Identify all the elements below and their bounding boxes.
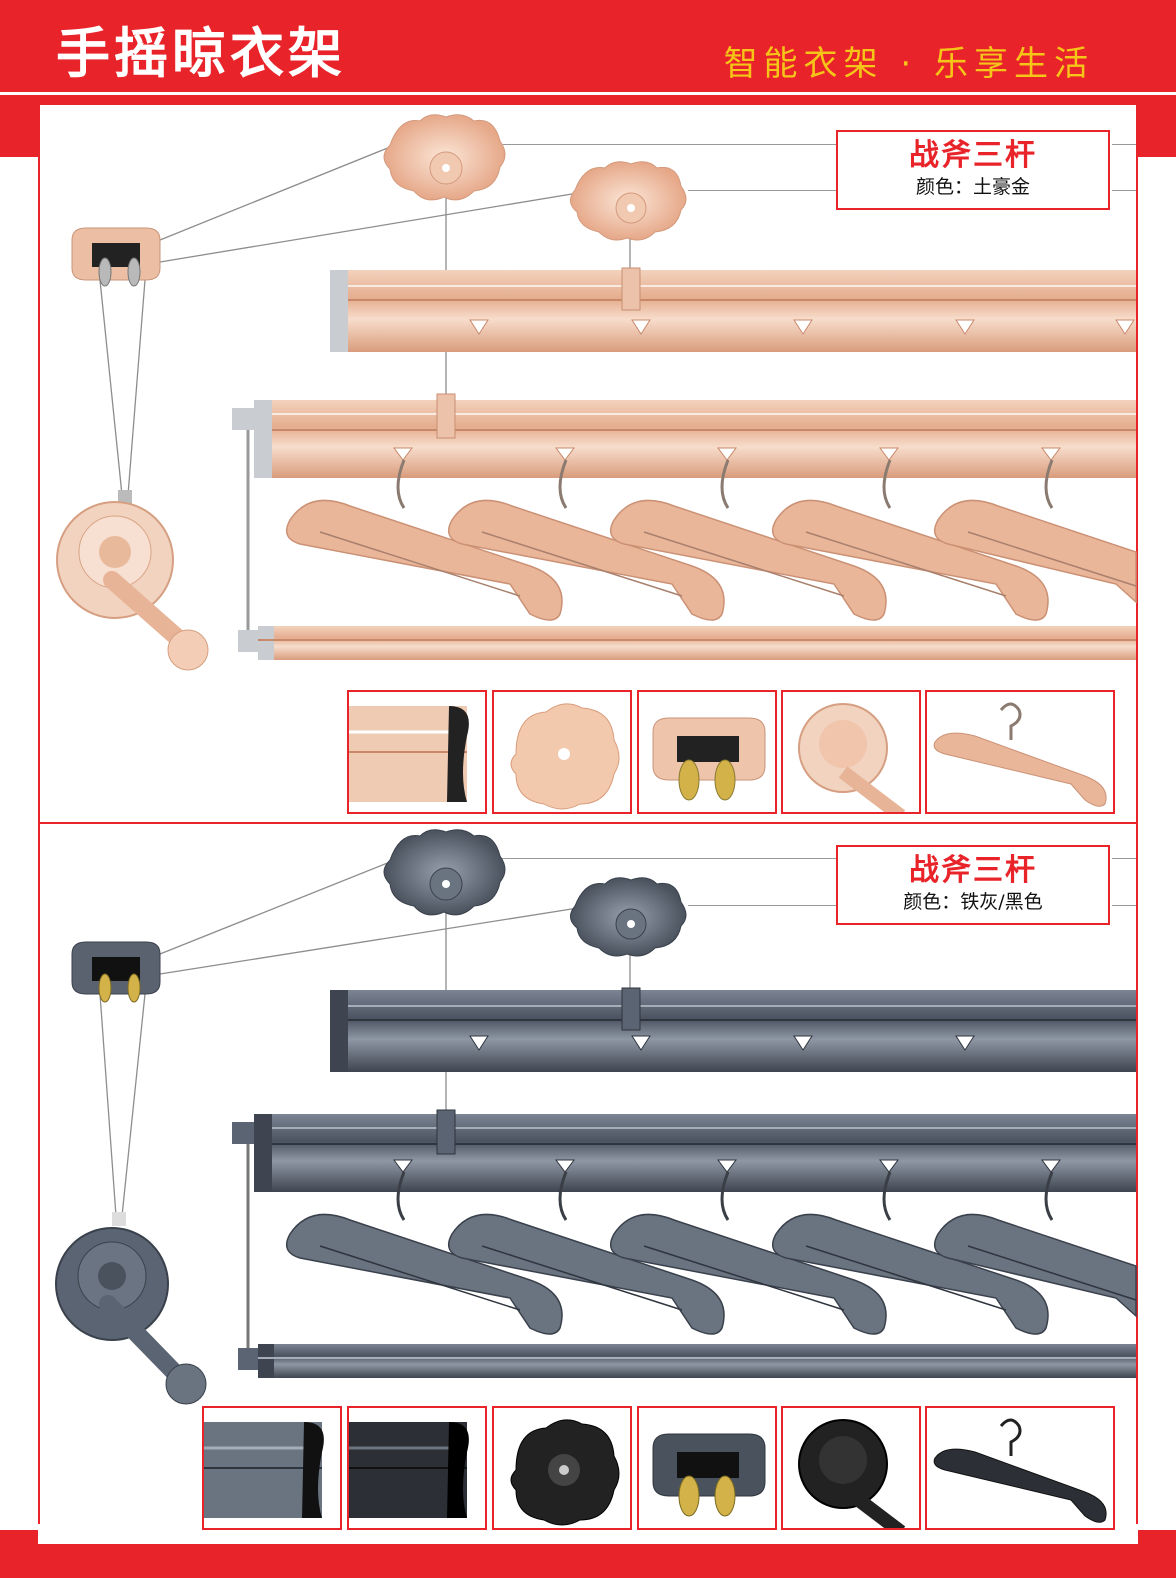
header-bar xyxy=(0,0,1176,92)
hanger-icon xyxy=(771,459,1049,621)
ceiling-pulley-icon xyxy=(570,877,687,957)
thumb-hanger xyxy=(925,690,1115,814)
hanger-icon xyxy=(285,1171,563,1335)
hanger-icon xyxy=(933,459,1137,604)
leader-line xyxy=(688,190,836,191)
top-rail xyxy=(330,987,1136,1072)
content-frame xyxy=(38,104,1138,1524)
hand-crank-icon xyxy=(55,1212,207,1405)
ceiling-pulley-icon xyxy=(383,829,506,916)
left-accent xyxy=(0,105,38,157)
thumb-ceiling-pulley xyxy=(492,690,632,814)
leader-line xyxy=(500,858,836,859)
product-color: 颜色：土豪金 xyxy=(915,176,1030,198)
page-title: 手摇晾衣架 xyxy=(56,22,346,85)
ceiling-pulley-icon xyxy=(383,114,506,201)
thumb-hand-crank xyxy=(781,690,921,814)
thumb-cable-bracket-dark xyxy=(637,1406,777,1530)
hanger-icon xyxy=(609,1171,887,1335)
product-illustration-grey xyxy=(0,824,1176,1530)
footer-gap xyxy=(38,1530,1138,1544)
header-divider xyxy=(0,92,1176,95)
hanger-icon xyxy=(771,1171,1049,1335)
thumb-hanger-black xyxy=(925,1406,1115,1530)
product-color: 颜色：铁灰/黑色 xyxy=(903,891,1043,913)
thumb-rail-profile-grey xyxy=(202,1406,342,1530)
product-name: 战斧三杆 xyxy=(909,853,1037,888)
hanger-rail xyxy=(232,393,1136,640)
cable-bracket-icon xyxy=(71,941,161,1003)
product-label-grey: 战斧三杆 颜色：铁灰/黑色 xyxy=(836,845,1110,925)
top-rail xyxy=(330,267,1136,352)
bottom-rail xyxy=(238,1344,1136,1378)
hanger-icon xyxy=(933,1171,1137,1318)
thumb-cable-bracket xyxy=(637,690,777,814)
cable-bracket-icon xyxy=(71,227,161,287)
hand-crank-icon xyxy=(56,490,209,671)
section-divider xyxy=(38,822,1136,824)
product-illustration-gold xyxy=(56,114,1137,814)
thumb-ceiling-pulley-black xyxy=(492,1406,632,1530)
hanger-icon xyxy=(447,1171,725,1335)
page-slogan: 智能衣架 · 乐享生活 xyxy=(723,44,1094,84)
leader-line xyxy=(1112,190,1136,191)
leader-line xyxy=(1112,905,1136,906)
header-strip xyxy=(0,95,1176,105)
thumb-rail-profile-black xyxy=(347,1406,487,1530)
leader-line xyxy=(500,144,836,145)
ceiling-pulley-icon xyxy=(570,161,687,241)
product-name: 战斧三杆 xyxy=(909,138,1037,173)
thumb-rail-profile xyxy=(347,690,487,814)
leader-line xyxy=(1112,858,1136,859)
hanger-icon xyxy=(285,459,563,621)
leader-line xyxy=(1112,144,1136,145)
bottom-rail xyxy=(238,626,1136,660)
right-accent xyxy=(1138,105,1176,157)
hanger-icon xyxy=(447,459,725,621)
leader-line xyxy=(688,905,836,906)
product-label-gold: 战斧三杆 颜色：土豪金 xyxy=(836,130,1110,210)
hanger-icon xyxy=(609,459,887,621)
thumb-hand-crank-black xyxy=(781,1406,921,1530)
